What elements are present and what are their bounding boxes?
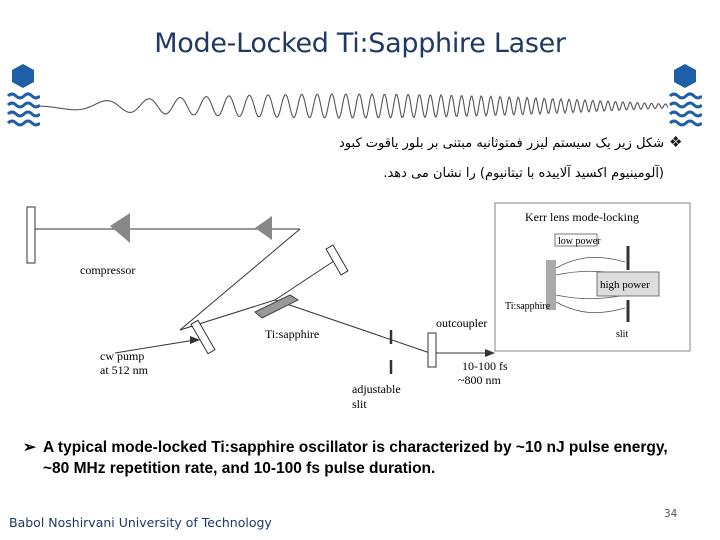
persian-text-line-1: شکل زیر یک سیستم لیزر فمتوثانیه مبتنی بر… — [339, 136, 664, 151]
ti-sapphire-crystal — [254, 294, 300, 319]
low-power-label: low power — [558, 236, 601, 247]
outcoupler-mirror — [427, 332, 437, 368]
compressor-label: compressor — [80, 263, 135, 277]
cw-pump-label: cw pump — [100, 349, 144, 363]
ti-sapphire-label: Ti:sapphire — [265, 327, 319, 341]
pulse-duration-label: 10-100 fs — [462, 359, 508, 373]
arrow-bullet-icon: ➢ — [23, 439, 36, 456]
pump-arrow-icon — [190, 336, 200, 344]
page-number: 34 — [664, 508, 678, 520]
checkmark-bullet-icon: ❖ — [669, 134, 683, 151]
inset-title: Kerr lens mode-locking — [525, 210, 639, 224]
end-mirror — [26, 206, 36, 264]
fold-mirror-bottom — [190, 319, 216, 355]
decorative-wave — [38, 93, 668, 119]
compressor-prism-2 — [255, 216, 272, 240]
university-logo-right — [668, 64, 702, 127]
kerr-lens-inset: Kerr lens mode-locking low power high po… — [494, 202, 691, 352]
footer-university: Babol Noshirvani University of Technolog… — [9, 515, 272, 530]
output-arrow-icon — [485, 349, 495, 357]
bullet-paragraph: ➢ A typical mode-locked Ti:sapphire osci… — [23, 437, 683, 479]
wavelength-label: ~800 nm — [458, 373, 501, 387]
inset-slit-label: slit — [616, 329, 628, 340]
slide-title: Mode-Locked Ti:Sapphire Laser — [154, 28, 566, 59]
laser-cavity-diagram: compressor Ti:sapphire cw pump at 512 nm… — [26, 202, 691, 411]
slit-label: slit — [352, 397, 367, 411]
compressor-prism — [110, 213, 130, 243]
university-logo-left — [6, 64, 40, 127]
persian-text-line-2: (آلومینیوم اکسید آلاییده با تیتانیوم) را… — [383, 166, 664, 181]
pump-wavelength-label: at 512 nm — [100, 363, 149, 377]
outcoupler-label: outcoupler — [436, 316, 487, 330]
high-power-label: high power — [600, 279, 650, 291]
adjustable-label: adjustable — [352, 382, 401, 396]
bullet-text: A typical mode-locked Ti:sapphire oscill… — [43, 439, 668, 477]
fold-mirror-top — [325, 244, 349, 276]
inset-ti-sapphire-label: Ti:sapphire — [505, 301, 551, 312]
